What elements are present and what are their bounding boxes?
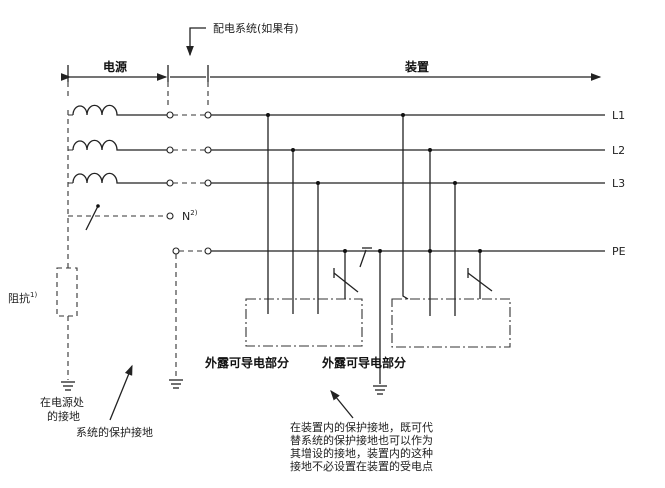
phase-lines [68,104,605,231]
system-earth-label: 系统的保护接地 [76,425,153,439]
source-earth-line-1: 在电源处 [40,395,84,409]
installation-label: 装置 [404,59,429,74]
pe-label: PE [612,245,626,258]
note-line-3: 其增设的接地，装置内的这种 [290,446,433,460]
exposed-part-1-label: 外露可导电部分 [205,355,289,370]
l3-label: L3 [612,177,625,190]
equipment-1 [245,113,372,347]
dimension-bar [60,27,602,108]
system-earth-arrow [109,364,133,421]
installation-earth [373,249,387,395]
note-line-4: 接地不必设置在装置的受电点 [290,459,433,473]
n-label: N2) [182,209,198,223]
impedance-symbol [56,267,78,317]
impedance-label: 阻抗1) [8,291,37,305]
distribution-system-label: 配电系统(如果有) [213,21,299,35]
note-arrow [330,389,354,419]
pe-conductor [169,247,605,389]
source-earth-line-2: 的接地 [47,409,80,423]
l1-label: L1 [612,109,625,122]
ground-icon [61,381,75,391]
note-line-2: 替系统的保护接地也可以作为 [290,433,433,447]
exposed-part-2-label: 外露可导电部分 [322,355,406,370]
note-line-1: 在装置内的保护接地，既可代 [290,420,433,434]
source-label: 电源 [103,59,127,74]
equipment-2 [391,113,511,348]
l2-label: L2 [612,144,625,157]
